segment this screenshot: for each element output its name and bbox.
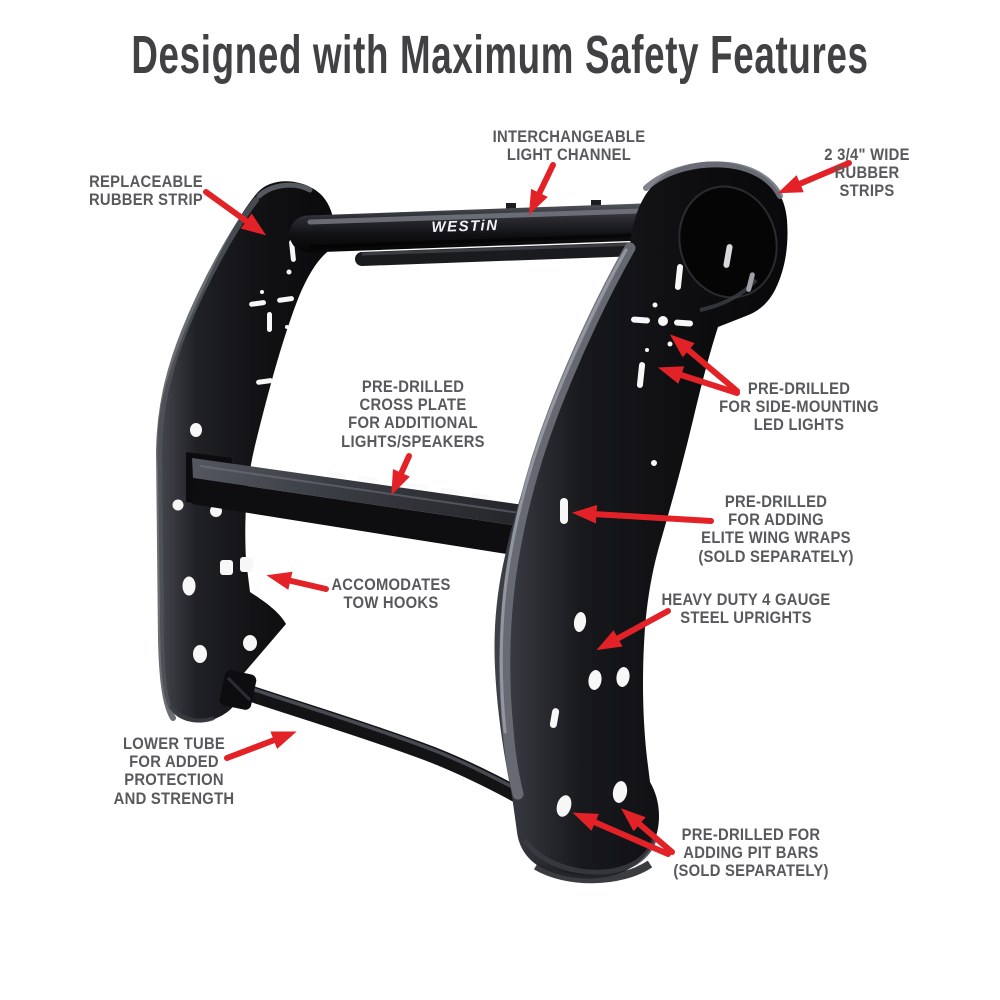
left-upright (155, 181, 335, 723)
arrow-uprights (596, 608, 671, 651)
annotation-tow-hooks: ACCOMODATES TOW HOOKS (331, 575, 451, 613)
arrow-pit-bars-1 (572, 812, 671, 857)
annotation-light-channel: INTERCHANGEABLE LIGHT CHANNEL (492, 127, 646, 165)
arrow-rubber-strips-right (777, 160, 852, 194)
annotation-lower-tube: LOWER TUBE FOR ADDED PROTECTION AND STRE… (113, 734, 235, 808)
arrow-cross-plate (391, 453, 412, 496)
callout-arrows (203, 160, 852, 857)
annotation-pit-bars: PRE-DRILLED FOR ADDING PIT BARS (SOLD SE… (673, 825, 829, 881)
page-title: Designed with Maximum Safety Features (131, 25, 869, 85)
annotation-replaceable-rubber-strip: REPLACEABLE RUBBER STRIP (88, 172, 204, 210)
cross-plate (186, 452, 546, 560)
arrow-tow-hooks (266, 571, 329, 592)
annotation-rubber-strips-right: 2 3/4" WIDE RUBBER STRIPS (824, 145, 910, 201)
channel-lip (355, 242, 645, 266)
annotation-led-lights: PRE-DRILLED FOR SIDE-MOUNTING LED LIGHTS (719, 379, 879, 435)
arrow-rubber-strip-left (203, 189, 267, 236)
arrow-led-lights-1 (669, 334, 740, 394)
arrow-pit-bars-2 (620, 808, 675, 855)
right-upright (494, 161, 788, 884)
arrow-light-channel (528, 162, 556, 215)
annotation-cross-plate: PRE-DRILLED CROSS PLATE FOR ADDITIONAL L… (341, 377, 485, 451)
annotation-wing-wraps: PRE-DRILLED FOR ADDING ELITE WING WRAPS … (698, 492, 854, 566)
right-upright-holes (549, 244, 755, 817)
top-light-channel-bar: WESTiN (289, 200, 661, 266)
arrow-wing-wraps (571, 504, 714, 524)
westin-logo: WESTiN (431, 217, 499, 236)
annotation-steel-uprights: HEAVY DUTY 4 GAUGE STEEL UPRIGHTS (661, 590, 831, 628)
cross-plate-slots (326, 470, 492, 501)
channel-opening (678, 185, 778, 299)
arrow-led-lights-2 (657, 366, 740, 396)
arrow-lower-tube (224, 731, 297, 761)
